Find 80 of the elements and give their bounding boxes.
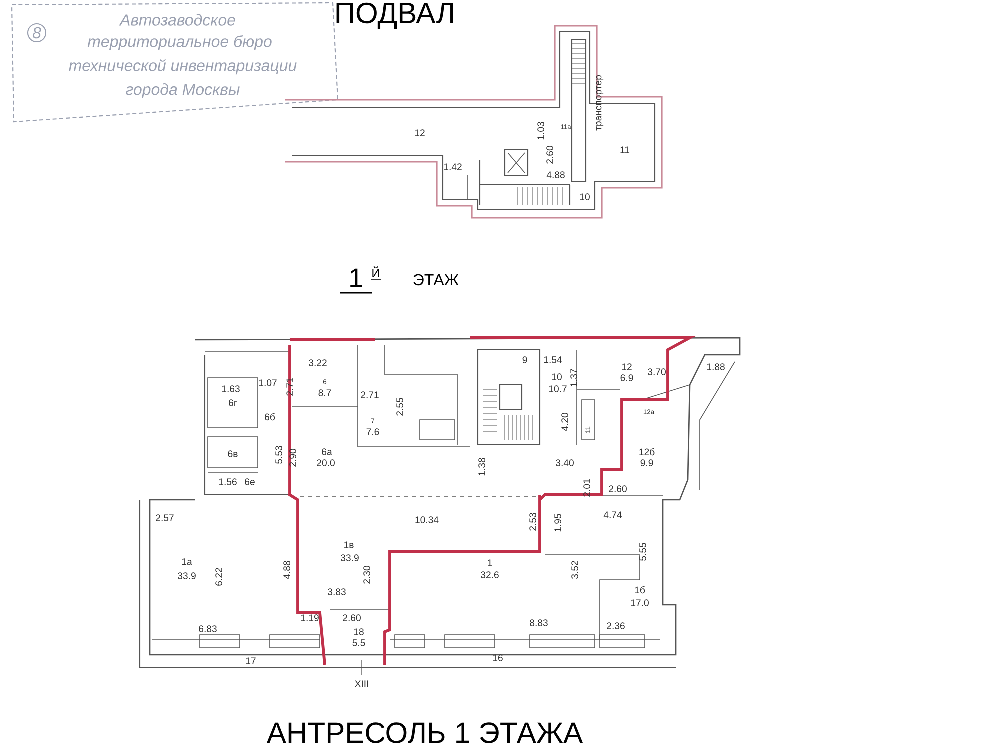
- stamp-text: технической инвентаризации: [69, 59, 297, 75]
- room-number: 17: [246, 658, 256, 664]
- room-area: 17.0: [631, 600, 649, 606]
- room-number: 1б: [635, 586, 646, 594]
- dimension-label: 5.55: [640, 543, 646, 561]
- dimension-label: 4.74: [604, 512, 622, 518]
- dimension-label: 1.63: [222, 386, 240, 392]
- room-number: 9: [522, 356, 528, 364]
- dimension-label: 2.71: [286, 378, 294, 396]
- dimension-label: 2.90: [290, 449, 296, 467]
- dimension-label: 2.01: [584, 479, 590, 497]
- dimension-label: 6.22: [216, 568, 222, 586]
- dimension-label: 1.37: [570, 369, 578, 387]
- dimension-label: 1.56: [219, 478, 237, 486]
- room-number: 1а: [182, 558, 192, 566]
- dimension-label: 1.95: [554, 514, 562, 532]
- room-number: 6е: [245, 478, 255, 486]
- room-number: 6г: [229, 400, 238, 406]
- dimension-label: 2.55: [396, 398, 404, 416]
- dimension-label: 6.83: [199, 626, 217, 632]
- dimension-label: 10.34: [416, 516, 439, 524]
- dimension-label: 4.88: [546, 172, 565, 178]
- dimension-label: 1.54: [544, 356, 562, 364]
- room-area: 20.0: [317, 460, 335, 466]
- room-area: 32.6: [481, 572, 499, 578]
- stamp-text: города Москвы: [126, 84, 240, 98]
- dimension-label: 3.52: [572, 561, 578, 579]
- room-number: 6а: [322, 448, 332, 456]
- dimension-label: 3.40: [556, 460, 574, 466]
- dimension-label: 2.60: [546, 146, 554, 164]
- stamp-text: Автозаводское: [119, 14, 236, 26]
- room-number: 1: [488, 560, 492, 566]
- room-area: 10.7: [549, 386, 567, 392]
- stamp-number: 8: [32, 27, 42, 39]
- dimension-label: 4.88: [284, 561, 290, 580]
- dimension-label: 3.83: [328, 588, 346, 596]
- dimension-label: 8.83: [530, 620, 548, 626]
- room-number: 6б: [265, 413, 276, 421]
- dimension-label: 2.60: [609, 486, 627, 492]
- room-number: 6в: [228, 450, 238, 458]
- room-number: 10: [580, 194, 590, 200]
- room-number: 12б: [640, 448, 655, 456]
- floor-heading: Й: [372, 266, 380, 278]
- dimension-label: 1.03: [538, 122, 544, 140]
- dimension-label: 2.71: [361, 392, 379, 398]
- dimension-label: 3.22: [309, 360, 327, 366]
- axis-label: XIII: [355, 680, 368, 688]
- dimension-label: 3.70: [648, 368, 666, 376]
- dimension-label: 5.53: [276, 446, 282, 464]
- room-number: 18: [354, 628, 364, 636]
- heading: АНТРЕСОЛЬ 1 ЭТАЖА: [266, 722, 584, 744]
- room-area: 33.9: [341, 554, 359, 562]
- dimension-label: 1.19: [301, 614, 319, 622]
- floor-heading: ЭТАЖ: [414, 274, 459, 286]
- room-area: 8.7: [318, 390, 332, 396]
- room-area: 7.6: [366, 428, 380, 436]
- dimension-label: 1.42: [444, 164, 462, 170]
- stamp-text: территориальное бюро: [88, 35, 272, 51]
- room-area: 33.9: [178, 572, 196, 580]
- dimension-label: 1.88: [707, 364, 725, 370]
- dimension-label: 2.30: [364, 566, 370, 584]
- dimension-label: 1.07: [259, 380, 277, 386]
- dimension-label: 1.38: [478, 458, 486, 476]
- room-area: 5.5: [352, 640, 366, 646]
- room-number: 16: [493, 654, 503, 662]
- dimension-label: 4.20: [562, 413, 568, 432]
- conveyor-label: транспортер: [596, 76, 604, 131]
- room-number: 10: [552, 374, 562, 380]
- floor-heading: 1: [350, 268, 362, 288]
- heading: ПОДВАЛ: [336, 2, 454, 30]
- room-number: 12: [622, 364, 632, 370]
- room-number: 1в: [344, 542, 354, 548]
- room-number: 11: [620, 146, 630, 154]
- dimension-label: 2.36: [607, 622, 625, 630]
- room-number: 12: [415, 130, 425, 136]
- dimension-label: 2.60: [343, 614, 361, 622]
- room-area: 9.9: [640, 460, 654, 466]
- room-area: 6.9: [620, 374, 634, 382]
- dimension-label: 2.53: [530, 513, 536, 531]
- dimension-label: 2.57: [156, 514, 174, 522]
